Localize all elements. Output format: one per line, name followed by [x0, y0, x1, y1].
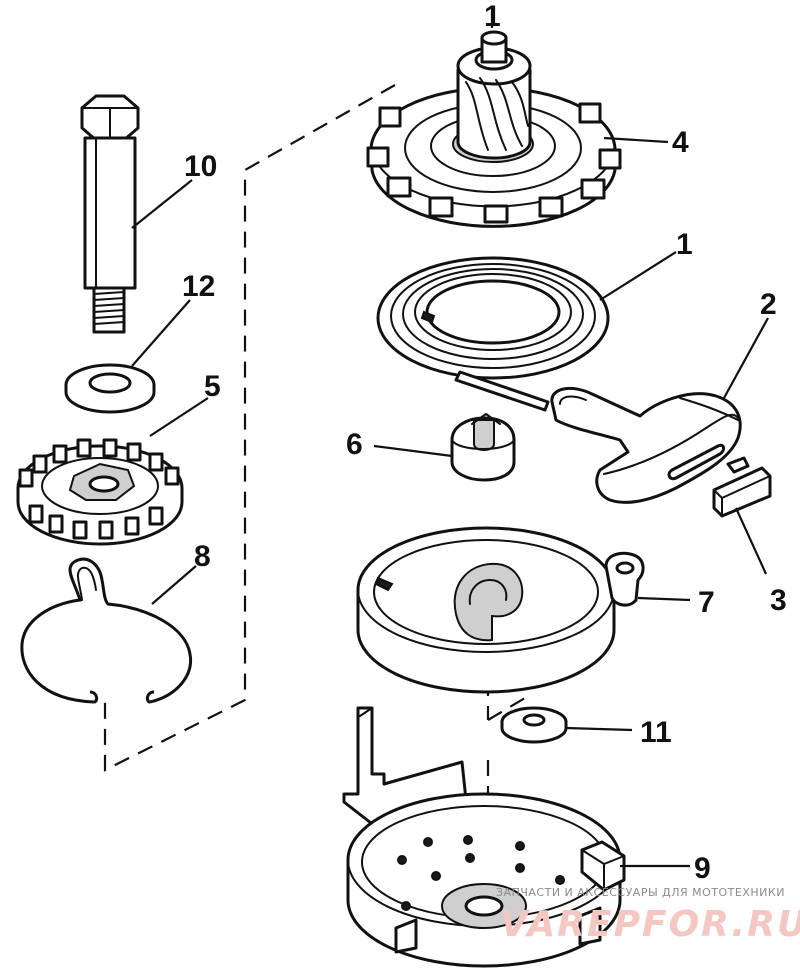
watermark-caption: ЗАПЧАСТИ И АКСЕССУАРЫ ДЛЯ МОТОТЕХНИКИ — [496, 886, 785, 899]
part-2-starter-handle — [550, 386, 742, 504]
part-6-retainer — [450, 413, 516, 482]
callout-4: 4 — [672, 126, 689, 159]
callout-1: 1 — [676, 228, 693, 261]
callout-2: 2 — [760, 288, 777, 321]
part-8-spring-clip — [20, 557, 193, 704]
callout-1-top: 1 — [484, 0, 501, 33]
callout-9: 9 — [694, 852, 711, 885]
callout-12: 12 — [182, 270, 215, 303]
callout-8: 8 — [194, 540, 211, 573]
leader-lines — [131, 136, 769, 868]
callout-10: 10 — [184, 150, 217, 183]
part-10-shoulder-bolt — [80, 94, 140, 334]
callout-11: 11 — [640, 716, 672, 749]
part-9-base-housing — [342, 706, 626, 968]
part-3-handle-insert — [712, 456, 772, 518]
part-7-spring-housing — [356, 526, 645, 694]
callout-5: 5 — [204, 370, 221, 403]
callout-6: 6 — [346, 428, 363, 461]
callout-7: 7 — [698, 586, 715, 619]
part-11-washer — [500, 706, 568, 744]
part-4-pulley — [366, 30, 622, 228]
callout-3: 3 — [770, 584, 787, 617]
part-1-recoil-spring — [376, 256, 610, 412]
watermark-logo: VAREPFOR.RU — [500, 904, 800, 945]
watermark: ЗАПЧАСТИ И АКСЕССУАРЫ ДЛЯ МОТОТЕХНИКИ VA… — [496, 886, 800, 945]
callout-labels: 1 4 1 2 10 12 5 6 7 3 8 11 9 — [182, 0, 787, 885]
part-5-pawl-gear — [16, 438, 184, 546]
part-12-washer — [64, 363, 156, 414]
